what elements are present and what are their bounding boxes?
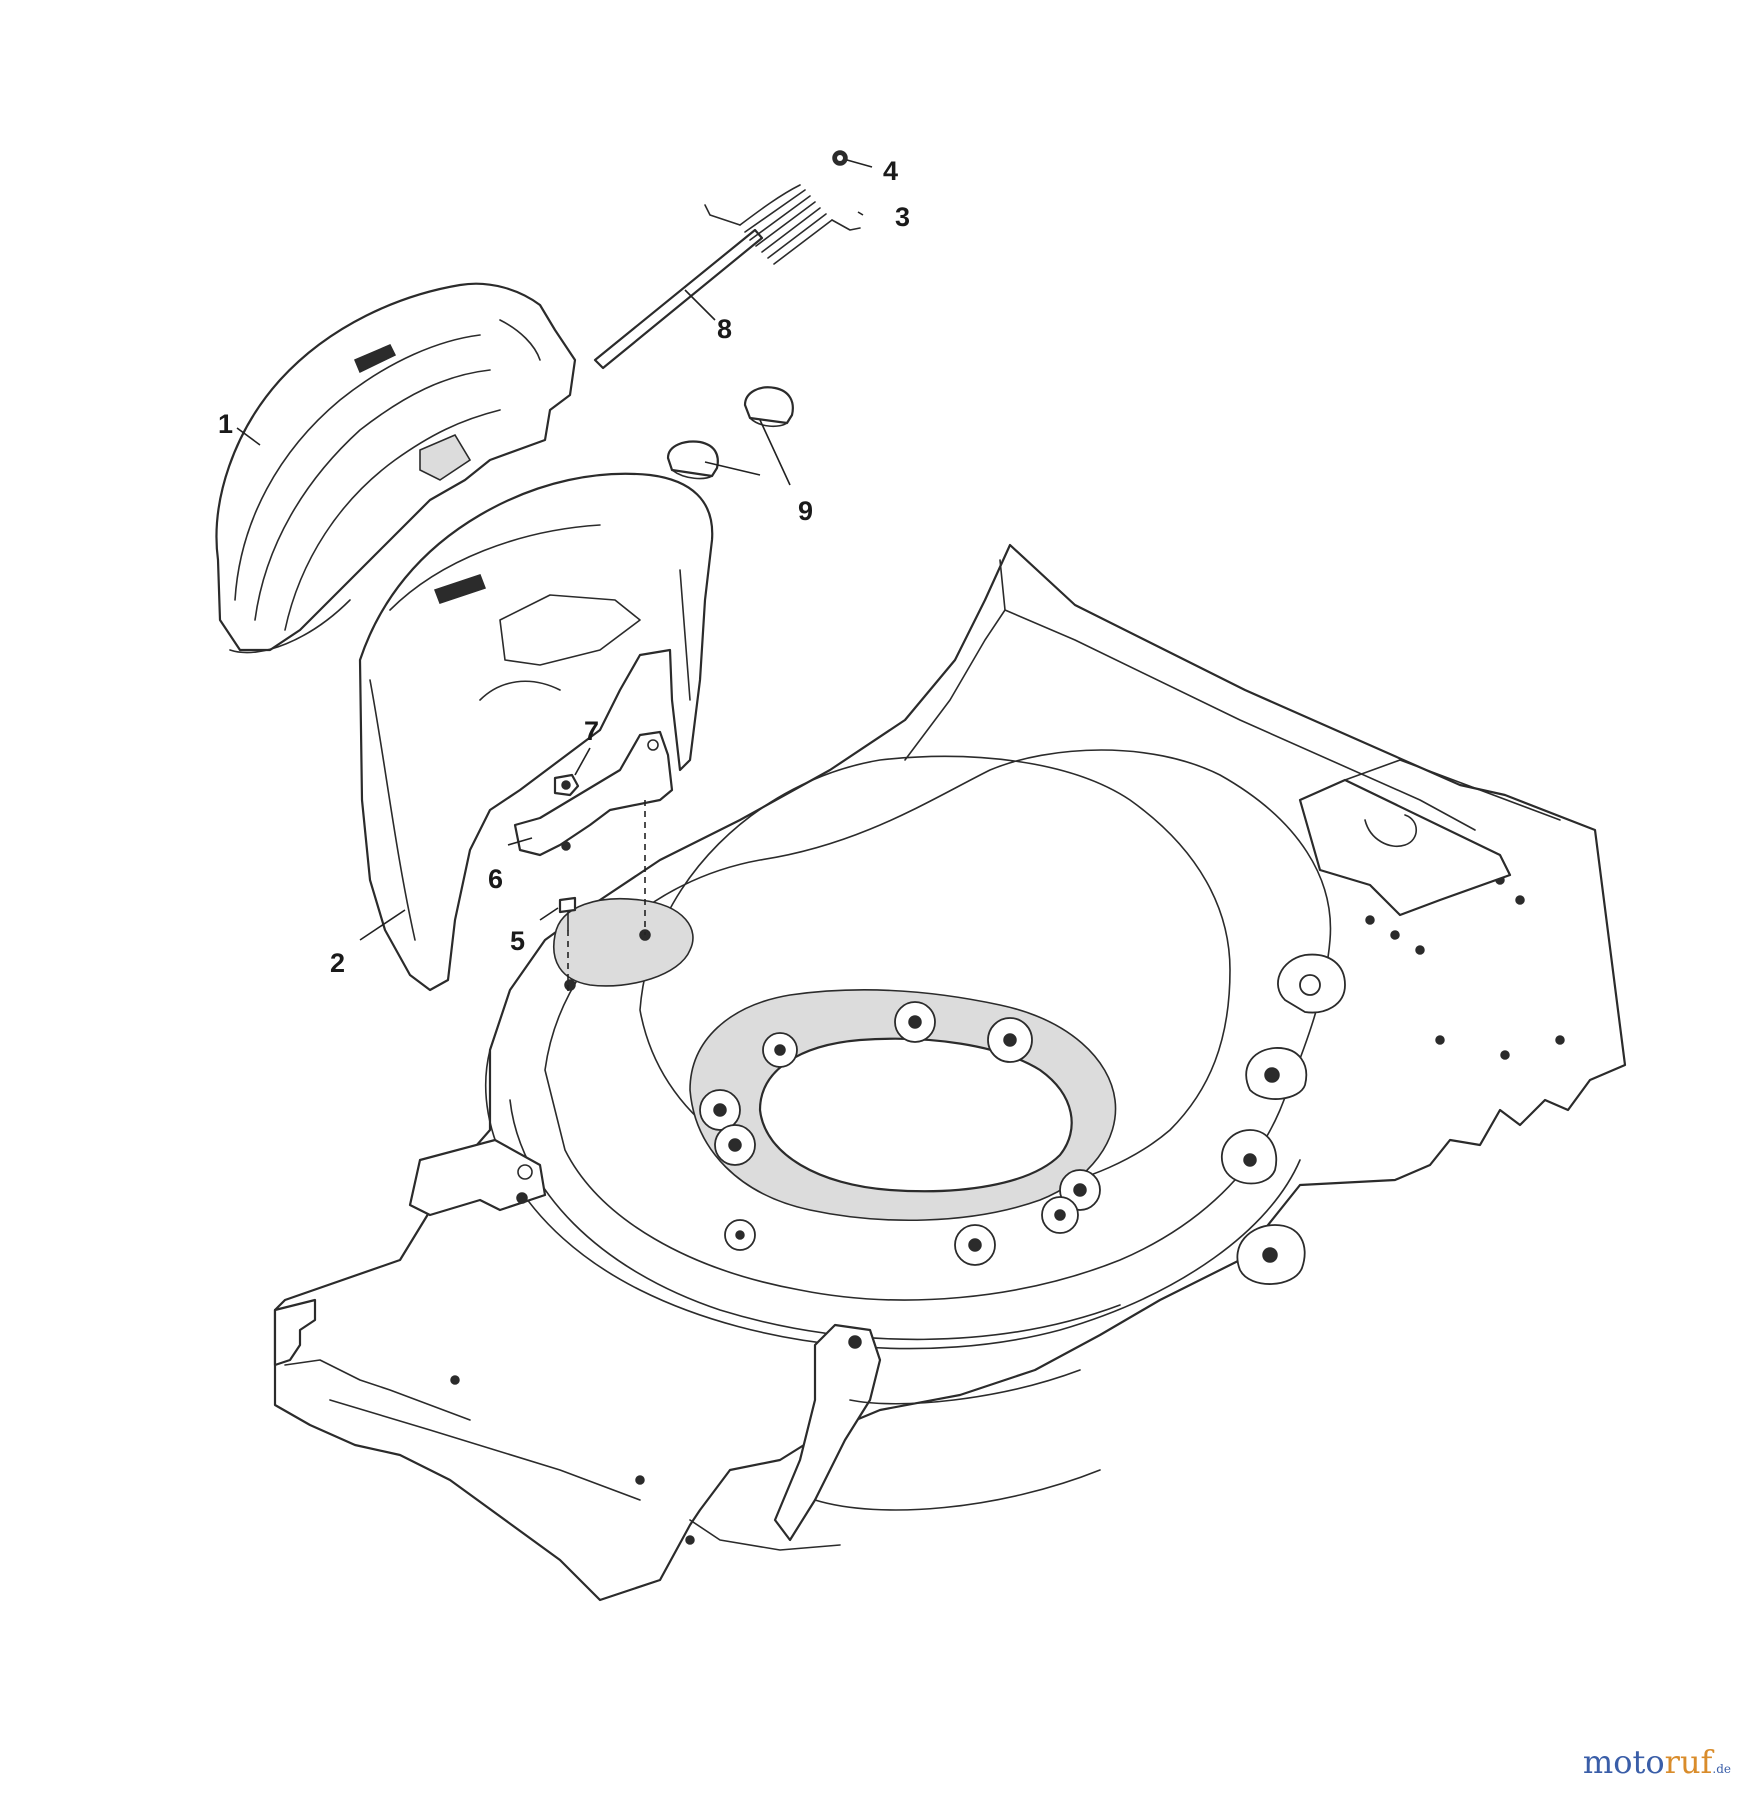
watermark-logo: motoruf.de <box>1583 1746 1731 1778</box>
mower-deck <box>273 543 1627 1602</box>
callout-4: 4 <box>883 156 898 186</box>
caps <box>666 386 794 480</box>
watermark-part1: moto <box>1582 1743 1665 1781</box>
watermark-part3: .de <box>1712 1762 1731 1776</box>
callout-1: 1 <box>218 409 233 439</box>
callout-7: 7 <box>584 716 599 746</box>
callouts: 1 2 3 4 5 6 7 8 9 <box>218 156 910 978</box>
hinge-bracket <box>513 730 674 857</box>
rear-flap <box>358 472 714 992</box>
callout-2: 2 <box>330 948 345 978</box>
rear-flap-cover <box>215 282 577 654</box>
callout-6: 6 <box>488 864 503 894</box>
torsion-spring <box>704 184 861 265</box>
nut <box>553 773 580 797</box>
callout-5: 5 <box>510 926 525 956</box>
clip <box>832 150 848 166</box>
leader-lines <box>236 159 873 995</box>
watermark-part2: ruf <box>1664 1743 1713 1781</box>
callout-9: 9 <box>798 496 813 526</box>
callout-3: 3 <box>895 202 910 232</box>
callout-8: 8 <box>717 314 732 344</box>
screw <box>558 896 577 931</box>
hinge-rod <box>593 228 764 370</box>
